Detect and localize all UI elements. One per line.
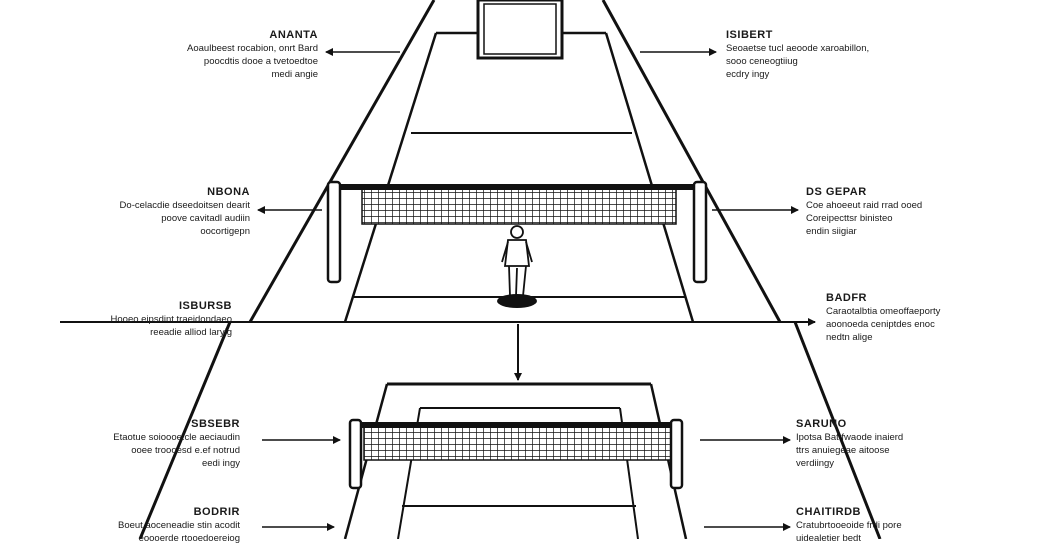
callout-l5-title: BODRIR bbox=[193, 506, 240, 518]
lower-court bbox=[138, 321, 882, 539]
player-arms bbox=[501, 241, 533, 263]
callout-l1-line: poocdtis dooe a tvetoedtoe bbox=[203, 56, 318, 67]
callout-r1: ISIBERT Seoaetse tucl aeoode xaroabillon… bbox=[726, 29, 869, 81]
player-figure bbox=[497, 225, 537, 308]
player-shadow bbox=[497, 294, 537, 308]
player-legs bbox=[508, 265, 527, 297]
lower-side-right bbox=[649, 383, 688, 539]
callout-l4-title: SBSEBR bbox=[191, 418, 240, 430]
upper-net bbox=[326, 180, 708, 284]
lower-net-post-left bbox=[348, 418, 363, 490]
callout-r3-line: nedtn alige bbox=[826, 332, 873, 343]
callout-l1-line: Aoaulbeest rocabion, onrt Bard bbox=[187, 43, 318, 54]
callout-r5-title: CHAITIRDB bbox=[796, 506, 861, 518]
upper-net-tape bbox=[340, 184, 700, 190]
lower-net-post-right bbox=[669, 418, 684, 490]
callout-r4-line: Ipotsa Bat fwaode inaierd bbox=[796, 432, 904, 443]
callout-r3-line: aoonoeda ceniptdes enoc bbox=[826, 319, 935, 330]
callout-r1-line: ecdry ingy bbox=[726, 69, 770, 80]
callout-l3-line: reeadie alliod laryig bbox=[150, 327, 232, 338]
callout-r1-line: sooo ceneogtiiug bbox=[726, 56, 798, 67]
court-outer-left-line bbox=[248, 0, 436, 323]
upper-net-post-right bbox=[692, 180, 708, 284]
upper-court bbox=[60, 0, 815, 323]
callout-l5: BODRIR Boeut aoceneadie stin acodit eooo… bbox=[118, 506, 240, 545]
callout-l3: ISBURSB Hooeo eipsdint traeidondaeo reea… bbox=[111, 300, 232, 339]
callout-l4-line: eedi ingy bbox=[201, 458, 240, 469]
callout-l2-title: NBONA bbox=[207, 186, 250, 198]
callout-r3-title: BADFR bbox=[826, 292, 867, 304]
callout-r5: CHAITIRDB Cratubrtooeoide frdi pore uide… bbox=[796, 506, 902, 545]
callout-r4: SARUNO Ipotsa Bat fwaode inaierd ttrs an… bbox=[796, 418, 903, 470]
upper-net-post-left bbox=[326, 180, 342, 284]
lower-net-mesh bbox=[363, 425, 673, 461]
callout-r4-line: ttrs anuiegeae aitoose bbox=[796, 445, 890, 456]
callout-l2: NBONA Do-celacdie dseedoitsen dearit poo… bbox=[120, 186, 250, 238]
lower-net-tape bbox=[356, 422, 678, 428]
callout-l3-title: ISBURSB bbox=[178, 300, 232, 312]
upper-net-mesh bbox=[361, 187, 677, 225]
callout-r4-title: SARUNO bbox=[796, 418, 847, 430]
far-goal-frame bbox=[476, 0, 564, 60]
callout-r3-line: Caraotalbtia omeoffaeporty bbox=[826, 306, 941, 317]
callout-l5-line: Boeut aoceneadie stin acodit bbox=[117, 520, 240, 531]
callout-l1-line: medi angie bbox=[271, 69, 318, 80]
callout-l2-line: Do-celacdie dseedoitsen dearit bbox=[119, 200, 250, 211]
callout-r2-line: endin siigiar bbox=[806, 226, 857, 237]
callout-l2-line: oocortigepn bbox=[200, 226, 250, 237]
callout-l4: SBSEBR Etaotue soioooe.cle aeciaudin ooe… bbox=[113, 418, 240, 470]
lower-net bbox=[348, 418, 684, 490]
callout-l3-line: Hooeo eipsdint traeidondaeo bbox=[110, 314, 232, 325]
court-inner-left-line bbox=[343, 32, 438, 323]
player-head bbox=[510, 225, 524, 239]
player-body bbox=[503, 239, 531, 267]
callout-l2-line: poove cavitadl audiin bbox=[161, 213, 250, 224]
far-goal-inner bbox=[483, 3, 557, 55]
callout-r1-title: ISIBERT bbox=[726, 29, 773, 41]
callout-r4-line: verdiingy bbox=[796, 458, 835, 469]
lower-side-left bbox=[343, 383, 389, 539]
callout-arrows bbox=[257, 48, 816, 531]
callout-l4-line: Etaotue soioooe.cle aeciaudin bbox=[113, 432, 240, 443]
callout-l1: ANANTA Aoaulbeest rocabion, onrt Bard po… bbox=[187, 29, 318, 81]
court-outer-right-line bbox=[601, 0, 782, 323]
callout-l4-line: ooee troooesd e.ef notrud bbox=[131, 445, 240, 456]
court-inner-right-line bbox=[604, 32, 695, 323]
callout-r2: DS GEPAR Coe ahoeeut raid rrad ooed Core… bbox=[806, 186, 922, 238]
callout-r2-title: DS GEPAR bbox=[806, 186, 867, 198]
callout-r5-line: Cratubrtooeoide frdi pore bbox=[796, 520, 902, 531]
lower-outer-right-line bbox=[793, 321, 882, 539]
callout-r2-line: Coe ahoeeut raid rrad ooed bbox=[806, 200, 923, 211]
callout-l1-title: ANANTA bbox=[269, 29, 318, 41]
callout-r3: BADFR Caraotalbtia omeoffaeporty aoonoed… bbox=[826, 292, 940, 344]
callout-r2-line: Coreipecttsr binisteo bbox=[806, 213, 893, 224]
lower-outer-left-line bbox=[138, 321, 232, 539]
callout-r1-line: Seoaetse tucl aeoode xaroabillon, bbox=[726, 43, 870, 54]
